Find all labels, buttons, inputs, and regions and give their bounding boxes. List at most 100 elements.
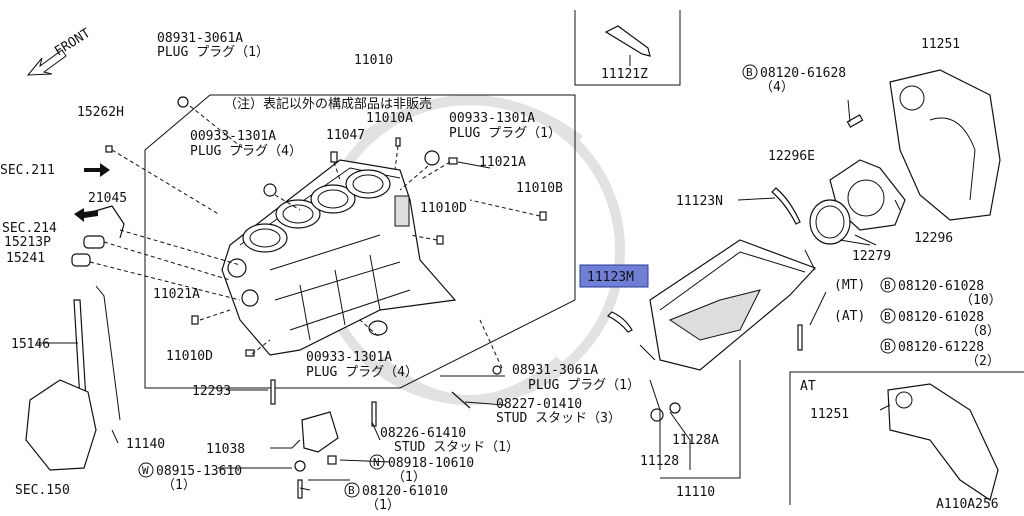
washer-08915: [294, 460, 306, 472]
part-15213P: [83, 235, 105, 249]
label-08120-61228: 08120-61228: [898, 340, 984, 355]
label-08226-name: STUD スタッド（1）: [394, 440, 519, 455]
label-15241: 15241: [6, 251, 45, 266]
label-11251-top: 11251: [921, 37, 960, 52]
circle-b-icon-61628: [742, 64, 758, 80]
label-at-paren: (AT): [834, 309, 865, 324]
plug-00933-b: [424, 150, 440, 166]
label-at-inset: AT: [800, 379, 816, 394]
label-08120-61228-qty: （2）: [966, 354, 1000, 369]
label-11123N: 11123N: [676, 194, 723, 209]
label-00933-b-name: PLUG プラグ（1）: [449, 126, 561, 141]
label-15262H: 15262H: [77, 105, 124, 120]
label-08120-61628-qty: （4）: [760, 80, 794, 95]
gasket-11123M: [606, 311, 633, 333]
circle-b-letter-61228: B: [884, 340, 891, 353]
label-12296E: 12296E: [768, 149, 815, 164]
label-11123M: 11123M: [587, 270, 634, 285]
part-15262H: [105, 145, 113, 153]
rear-plate-11251: [889, 69, 1001, 221]
nut-08918: [327, 455, 337, 465]
plug-00933-c: [368, 320, 388, 336]
label-12293: 12293: [192, 384, 231, 399]
label-08227: 08227-01410: [496, 397, 582, 412]
label-08120-61010-qty: （1）: [366, 498, 400, 511]
label-08931-top-name: PLUG プラグ（1）: [157, 45, 269, 60]
dipstick-11140: [95, 285, 121, 421]
circle-b-letter-at: B: [884, 310, 891, 323]
label-11110: 11110: [676, 485, 715, 500]
box-11121Z: [574, 10, 681, 86]
circle-b-icon-61010: [344, 482, 360, 498]
stud-08227: [451, 391, 471, 409]
front-label: FRONT: [52, 26, 93, 60]
label-sec211: SEC.211: [0, 163, 55, 178]
label-11021A-top: 11021A: [479, 155, 526, 170]
label-00933-c: 00933-1301A: [306, 350, 392, 365]
sec214-arrow-icon: [74, 208, 98, 222]
circle-b-letter-61010: B: [348, 484, 355, 497]
label-08120-61028-at: 08120-61028: [898, 310, 984, 325]
plug-00933-a: [263, 183, 277, 197]
plug-08931-low: [492, 365, 502, 375]
label-00933-a-name: PLUG プラグ（4）: [190, 144, 302, 159]
label-sec150: SEC.150: [15, 483, 70, 498]
dipstick-tube-15146: [73, 299, 87, 401]
part-11010A: [395, 137, 401, 147]
part-11047: [330, 151, 338, 163]
label-00933-b: 00933-1301A: [449, 111, 535, 126]
circle-w-icon: [138, 462, 154, 478]
washer-11128A: [669, 402, 681, 414]
label-15146: 15146: [11, 337, 50, 352]
sec211-arrow-icon: [84, 163, 110, 177]
label-11128A: 11128A: [672, 433, 719, 448]
block-frame: [144, 94, 576, 389]
label-08915-qty: （1）: [162, 478, 196, 493]
part-11010B: [539, 211, 547, 221]
circle-n-letter: N: [373, 456, 380, 469]
gasket-11123N: [771, 187, 801, 225]
label-08918-qty: （1）: [392, 470, 426, 485]
label-11140: 11140: [126, 437, 165, 452]
engine-block: [221, 159, 457, 356]
circle-b-icon-61228: [880, 338, 896, 354]
label-08226: 08226-61410: [380, 426, 466, 441]
label-11010A: 11010A: [366, 111, 413, 126]
label-11128: 11128: [640, 454, 679, 469]
oil-pump-sec150: [25, 379, 97, 471]
at-inset-frame: [789, 371, 1024, 505]
label-11251-at: 11251: [810, 407, 849, 422]
diagram-id: A110A256: [936, 497, 999, 511]
plug-08931-top: [177, 96, 189, 108]
label-08918: 08918-10610: [388, 456, 474, 471]
bolt-12293: [270, 379, 276, 405]
part-15241: [71, 253, 91, 267]
circle-n-icon: [369, 454, 385, 470]
circle-b-letter-mt: B: [884, 279, 891, 292]
label-00933-a: 00933-1301A: [190, 129, 276, 144]
label-11010B: 11010B: [516, 181, 563, 196]
bolt-08120-61628: [846, 114, 864, 128]
label-11038: 11038: [206, 442, 245, 457]
label-21045: 21045: [88, 191, 127, 206]
label-15213P: 15213P: [4, 235, 51, 250]
circle-b-letter-61628: B: [746, 66, 753, 79]
label-08931-top: 08931-3061A: [157, 31, 243, 46]
label-11010D: 11010D: [420, 201, 467, 216]
sealant-tube-icon: [604, 25, 651, 57]
label-08931-low: 08931-3061A: [512, 363, 598, 378]
pan-bolt: [797, 324, 803, 351]
label-08227-name: STUD スタッド（3）: [496, 411, 621, 426]
note-text: （注）表記以外の構成部品は非販売: [224, 96, 432, 112]
circle-w-letter: W: [142, 464, 149, 477]
label-11010D-low: 11010D: [166, 349, 213, 364]
part-11021A-mid: [191, 315, 199, 325]
label-mt: (MT): [834, 278, 865, 293]
label-12279: 12279: [852, 249, 891, 264]
plug-11128: [650, 408, 664, 422]
circle-b-icon-at: [880, 308, 896, 324]
highlight-11123M[interactable]: [579, 264, 649, 288]
label-08120-61628: 08120-61628: [760, 66, 846, 81]
label-08120-61028-mt-qty: （10）: [960, 293, 1002, 308]
